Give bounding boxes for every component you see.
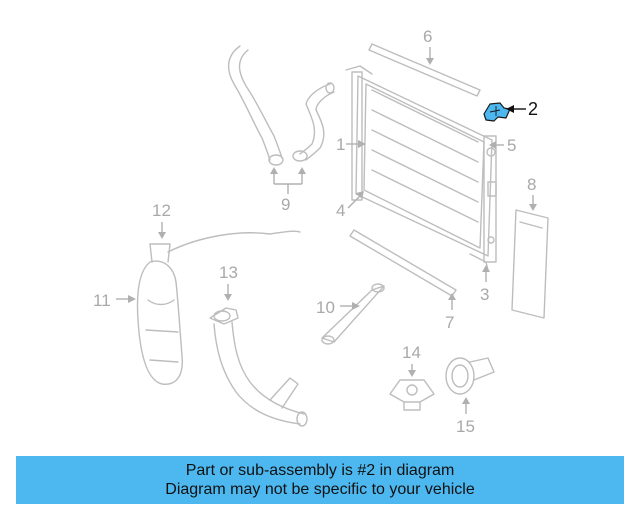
svg-text:14: 14 [402, 343, 421, 362]
svg-text:7: 7 [445, 313, 454, 332]
svg-text:10: 10 [316, 298, 335, 317]
part-10-coolant-tube [321, 283, 385, 345]
callout-1: 1 [336, 135, 366, 154]
callout-13: 13 [219, 263, 238, 301]
callout-8: 8 [527, 175, 537, 211]
callout-4: 4 [336, 191, 364, 220]
part-6-top-seal [368, 43, 481, 97]
svg-text:5: 5 [507, 136, 516, 155]
callout-2: 2 [506, 99, 538, 119]
part-7-lower-seal [349, 229, 457, 297]
svg-text:13: 13 [219, 263, 238, 282]
svg-text:12: 12 [152, 201, 171, 220]
callout-7: 7 [445, 293, 456, 332]
svg-text:3: 3 [480, 285, 489, 304]
svg-text:4: 4 [336, 201, 345, 220]
part-15-thermostat-housing [445, 357, 495, 395]
callout-11: 11 [93, 291, 136, 310]
part-13-filler-neck [209, 307, 308, 427]
svg-text:9: 9 [281, 195, 290, 214]
part-8-air-guide [511, 209, 549, 319]
svg-text:8: 8 [527, 175, 536, 194]
part-11-coolant-reservoir [136, 230, 301, 385]
svg-text:11: 11 [93, 291, 111, 310]
callout-15: 15 [456, 397, 475, 436]
svg-text:15: 15 [456, 417, 475, 436]
callout-10: 10 [316, 298, 360, 317]
banner-line-disclaimer: Diagram may not be specific to your vehi… [165, 481, 475, 498]
callout-3: 3 [480, 265, 490, 304]
part-1-radiator [345, 65, 497, 271]
callout-5: 5 [489, 136, 516, 155]
part-14-thermostat [389, 379, 435, 411]
callout-12: 12 [152, 201, 171, 239]
callout-6: 6 [423, 27, 434, 65]
callout-9: 9 [270, 167, 306, 214]
info-banner: Part or sub-assembly is #2 in diagram Di… [16, 456, 624, 504]
banner-line-part-info: Part or sub-assembly is #2 in diagram [185, 462, 455, 479]
svg-text:1: 1 [336, 135, 345, 154]
callout-14: 14 [402, 343, 421, 377]
part-2-radiator-bracket [483, 102, 511, 122]
svg-text:2: 2 [528, 99, 538, 119]
info-banner-bg [16, 456, 624, 504]
part-9-radiator-hoses [227, 45, 335, 166]
svg-text:6: 6 [423, 27, 432, 46]
